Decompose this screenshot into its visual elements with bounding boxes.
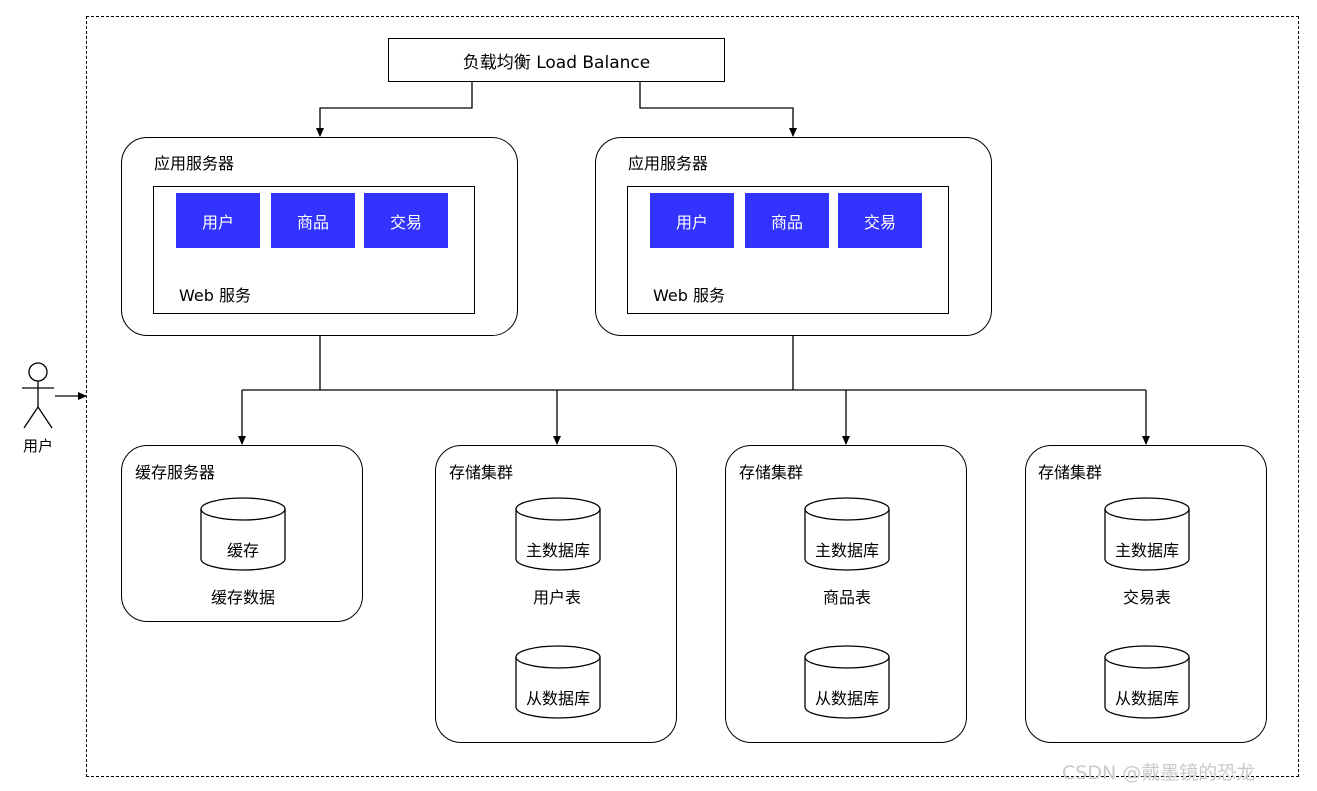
web-service-label: Web 服务: [653, 286, 725, 305]
master-db-label: 主数据库: [525, 541, 590, 560]
app-server-title: 应用服务器: [154, 154, 235, 173]
cache-data-label: 缓存数据: [210, 588, 275, 607]
lb-to-app2-arrow: [639, 82, 797, 137]
web-service-panel: 用户 商品 交易 Web 服务: [153, 186, 475, 314]
web-service-label: Web 服务: [179, 286, 251, 305]
module-product: 商品: [745, 193, 829, 248]
system-boundary: [86, 16, 1299, 777]
master-db-cylinder: 主数据库: [804, 497, 890, 571]
user-actor: 用户: [14, 361, 62, 461]
load-balancer-label: 负载均衡 Load Balance: [462, 52, 651, 73]
cache-cylinder: 缓存: [200, 497, 286, 571]
watermark-text: CSDN @戴墨镜的恐龙: [1062, 762, 1256, 784]
slave-db-label: 从数据库: [1114, 689, 1179, 708]
slave-db-label: 从数据库: [525, 689, 590, 708]
cylinder-shape: [1104, 645, 1190, 719]
slave-db-cylinder: 从数据库: [515, 645, 601, 719]
storage-cluster-1: 存储集群 主数据库 用户表 从数据库: [435, 445, 677, 743]
load-balancer-box: 负载均衡 Load Balance: [388, 38, 725, 82]
cache-server-title: 缓存服务器: [135, 463, 216, 482]
cache-cylinder-label: 缓存: [226, 541, 259, 560]
cylinder-shape: [515, 497, 601, 571]
cache-server: 缓存服务器 缓存 缓存数据: [121, 445, 363, 622]
cylinder-shape: [200, 497, 286, 571]
lb-to-app1-arrow: [316, 82, 473, 137]
module-user: 用户: [176, 193, 260, 248]
module-trade: 交易: [838, 193, 922, 248]
slave-db-label: 从数据库: [814, 689, 879, 708]
stick-figure-icon: [22, 362, 54, 429]
app-server-2: 应用服务器 用户 商品 交易 Web 服务: [595, 137, 992, 336]
user-label: 用户: [22, 437, 53, 455]
master-db-label: 主数据库: [1114, 541, 1179, 560]
module-trade: 交易: [364, 193, 448, 248]
cylinder-shape: [1104, 497, 1190, 571]
table-label: 商品表: [822, 588, 871, 607]
cylinder-shape: [804, 645, 890, 719]
slave-db-cylinder: 从数据库: [1104, 645, 1190, 719]
storage-cluster-3: 存储集群 主数据库 交易表 从数据库: [1025, 445, 1267, 743]
master-db-label: 主数据库: [814, 541, 879, 560]
storage-cluster-2: 存储集群 主数据库 商品表 从数据库: [725, 445, 967, 743]
module-product: 商品: [271, 193, 355, 248]
slave-db-cylinder: 从数据库: [804, 645, 890, 719]
master-db-cylinder: 主数据库: [1104, 497, 1190, 571]
storage-cluster-title: 存储集群: [1038, 463, 1103, 482]
table-label: 交易表: [1122, 588, 1171, 607]
table-label: 用户表: [532, 588, 581, 607]
cylinder-shape: [515, 645, 601, 719]
master-db-cylinder: 主数据库: [515, 497, 601, 571]
app-server-1: 应用服务器 用户 商品 交易 Web 服务: [121, 137, 518, 336]
web-service-panel: 用户 商品 交易 Web 服务: [627, 186, 949, 314]
storage-cluster-title: 存储集群: [739, 463, 804, 482]
app-server-title: 应用服务器: [628, 154, 709, 173]
module-user: 用户: [650, 193, 734, 248]
storage-cluster-title: 存储集群: [449, 463, 514, 482]
cylinder-shape: [804, 497, 890, 571]
